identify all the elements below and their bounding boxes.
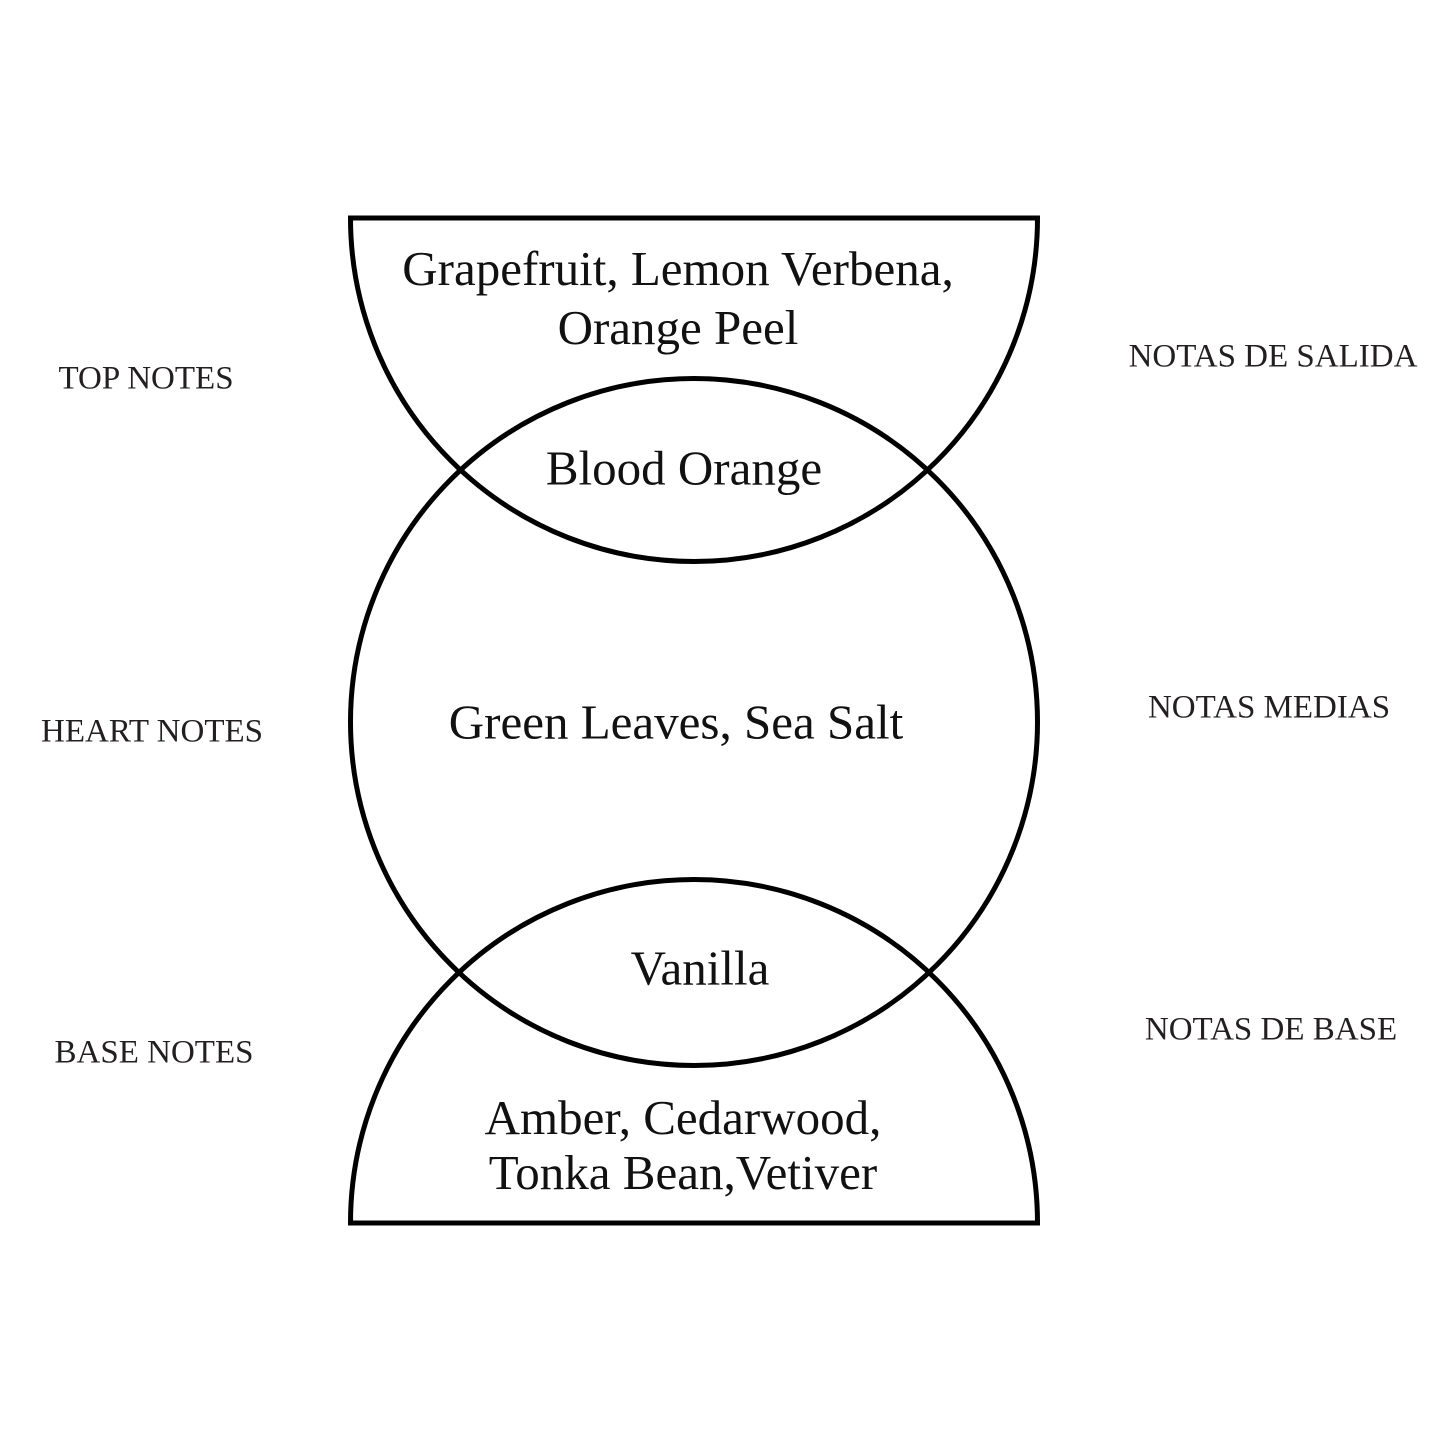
- top-notes-line2: Orange Peel: [557, 300, 799, 355]
- bottom-overlap-text: Vanilla: [630, 940, 770, 996]
- label-heart-notes: HEART NOTES: [41, 713, 263, 750]
- base-notes-line2: Tonka Bean,Vetiver: [488, 1145, 878, 1200]
- top-notes-line1: Grapefruit, Lemon Verbena,: [402, 241, 954, 296]
- heart-notes-text: Green Leaves, Sea Salt: [448, 694, 904, 750]
- heart-notes-shape: [348, 376, 1040, 1068]
- top-overlap-text: Blood Orange: [545, 440, 823, 496]
- top-notes-text: Grapefruit, Lemon Verbena, Orange Peel: [402, 239, 954, 357]
- label-base-notes: BASE NOTES: [54, 1034, 254, 1071]
- top-notes-shape: [347, 215, 1041, 565]
- label-notas-de-salida: NOTAS DE SALIDA: [1128, 338, 1418, 375]
- base-notes-shape: [347, 876, 1041, 1226]
- base-notes-text: Amber, Cedarwood, Tonka Bean,Vetiver: [485, 1090, 882, 1200]
- label-notas-de-base: NOTAS DE BASE: [1144, 1011, 1398, 1048]
- label-notas-medias: NOTAS MEDIAS: [1147, 689, 1391, 726]
- label-top-notes: TOP NOTES: [58, 360, 234, 397]
- base-notes-line1: Amber, Cedarwood,: [484, 1090, 882, 1145]
